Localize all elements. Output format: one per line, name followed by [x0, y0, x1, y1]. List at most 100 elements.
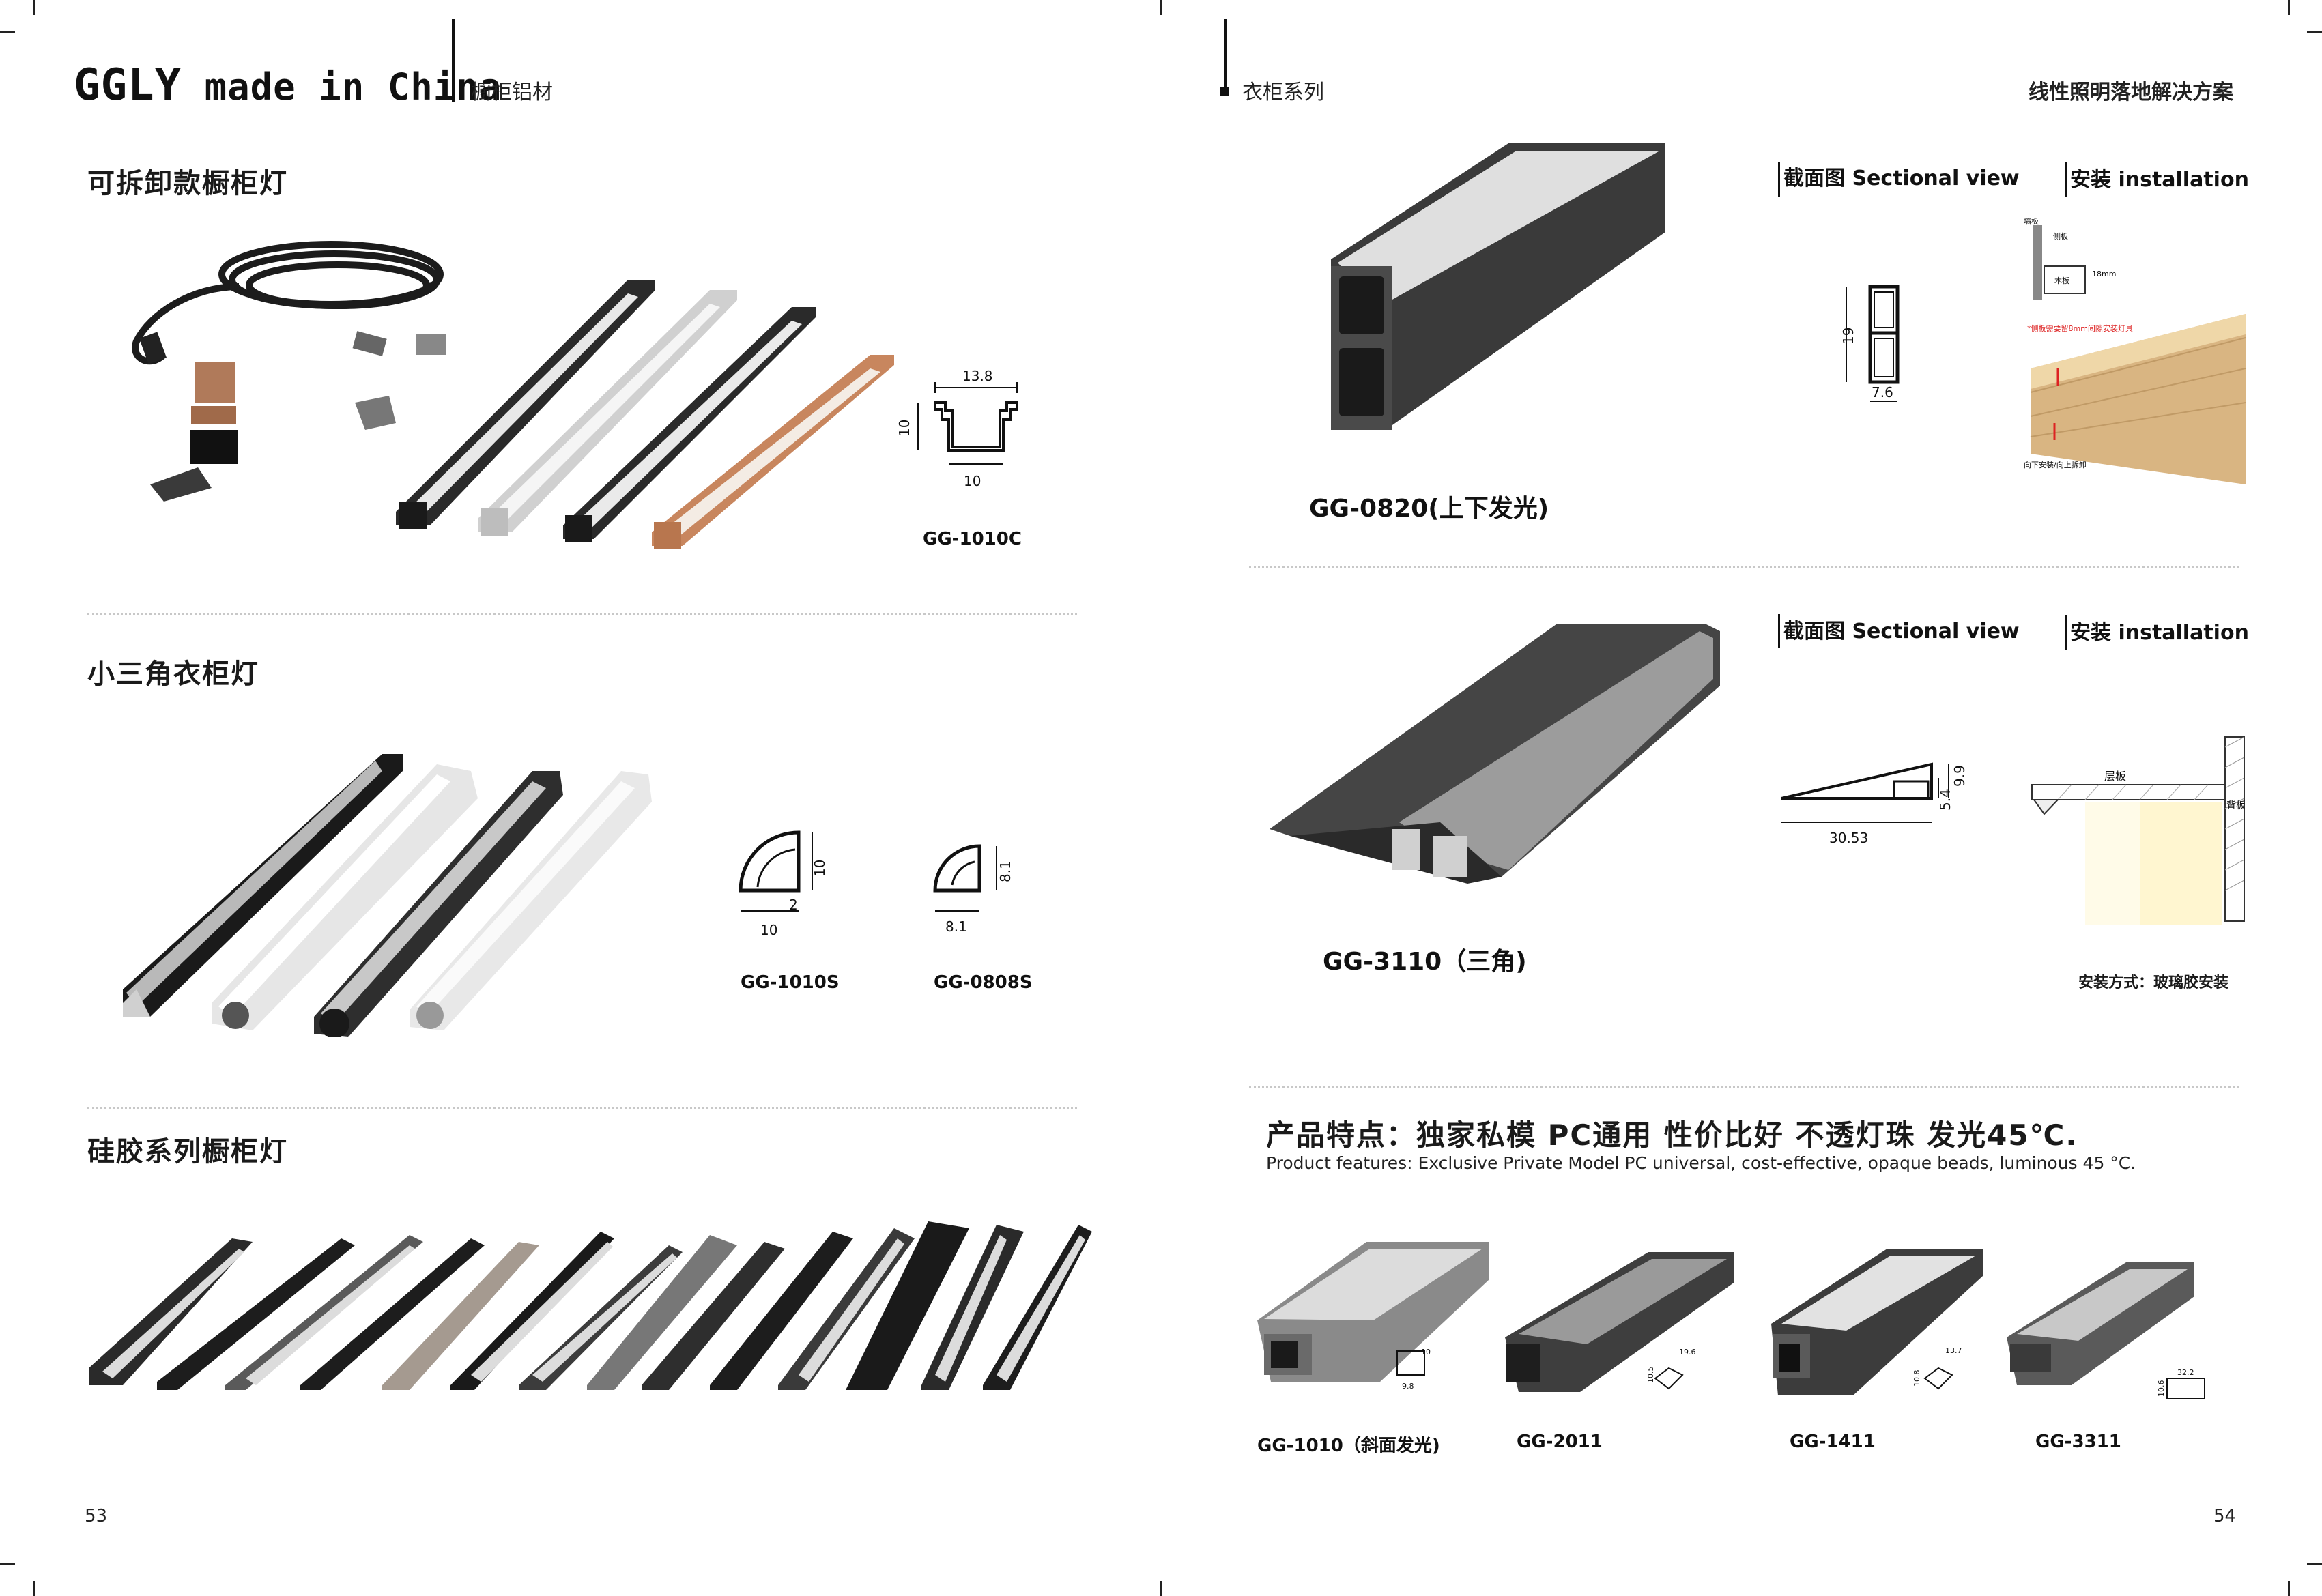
sectional-drawing-0820: 19 7.6: [1840, 285, 1900, 402]
product-photo-removable-cabinet-light: [132, 241, 894, 549]
profile-triangle-2: [212, 764, 478, 1030]
label-bar: [1778, 162, 1780, 197]
dim-side: 8.1: [997, 860, 1014, 882]
installation-diagram-3110: 层板 背板: [2031, 736, 2246, 925]
note-side: 侧板: [2053, 231, 2068, 241]
dim-side: 10: [812, 860, 828, 877]
crop-mark: [0, 31, 15, 33]
sectional-drawing-1010c: 13.8 10 10: [896, 368, 1018, 489]
product-photo-gg-3110: [1270, 624, 1720, 884]
end-cap: [195, 362, 235, 403]
note-wall: 墙板: [2024, 218, 2039, 226]
product-photo-gg-0820: [1331, 143, 1665, 430]
installation-diagram-0820: 墙板 侧板 木板 18mm *侧板需要留8mm间隙安装灯具 向下安装/向上拆卸: [2024, 218, 2246, 484]
profile-triangle-1: [123, 754, 403, 1017]
header-divider: [452, 19, 455, 102]
crop-mark: [2288, 0, 2290, 15]
dim-width: 7.6: [1872, 384, 1893, 401]
model-gg-2011: GG-2011: [1517, 1432, 1603, 1452]
model-gg-3110: GG-3110（三角): [1323, 948, 1527, 976]
section-title-triangle: 小三角衣柜灯: [87, 658, 259, 690]
note-red: *侧板需要留8mm间隙安装灯具: [2027, 323, 2133, 333]
profile-black: [396, 280, 655, 529]
model-gg-1411: GG-1411: [1790, 1432, 1876, 1452]
product-photo-silicone-series: [89, 1221, 1092, 1390]
power-cable: [132, 241, 444, 365]
crop-mark: [2307, 1563, 2322, 1565]
profile-black-2: [563, 307, 816, 542]
label-bar: [1778, 614, 1780, 648]
crop-mark: [2307, 31, 2322, 33]
model-gg-0820: GG-0820(上下发光): [1309, 495, 1549, 523]
dim-bottom: 10: [964, 473, 981, 489]
page-number-left: 53: [85, 1506, 108, 1526]
header-bullet: [1220, 87, 1229, 96]
dim-d2: 10.5: [1646, 1367, 1655, 1384]
product-photo-gg-1411: 13.7 10.8: [1771, 1249, 1983, 1395]
crop-mark: [1160, 0, 1162, 15]
sectional-drawing-0808s: 8.1 8.1: [933, 844, 1014, 935]
dim-h1: 5.4: [1937, 789, 1953, 811]
sectional-drawing-1010s: 10 10 2: [739, 830, 828, 938]
plug: [139, 332, 167, 364]
label-bar: [2065, 162, 2067, 197]
crop-mark: [2288, 1581, 2290, 1596]
left-category: 橱柜铝材: [471, 81, 553, 104]
section-title-silicone: 硅胶系列橱柜灯: [87, 1136, 288, 1167]
crop-mark: [33, 1581, 35, 1596]
dim-d2: 10.8: [1912, 1370, 1921, 1387]
note-thickness: 18mm: [2092, 270, 2116, 278]
section-divider: [1249, 566, 2239, 568]
note-back: 背板: [2226, 800, 2246, 811]
dim-bottom: 8.1: [945, 918, 967, 935]
silicone-profile-row: [89, 1221, 1092, 1390]
install-method: 安装方式：玻璃胶安装: [2078, 974, 2229, 991]
features-title: 产品特点：独家私模 PC通用 性价比好 不透灯珠 发光45℃.: [1266, 1118, 2078, 1152]
crop-mark: [1160, 1581, 1162, 1596]
section-divider: [87, 613, 1077, 615]
dim-width: 30.53: [1829, 830, 1868, 846]
label-bar: [2065, 615, 2067, 650]
profile-triangle-3: [314, 771, 563, 1037]
dim-inner: 2: [789, 897, 798, 913]
installation-label: 安装 installation: [2070, 621, 2249, 645]
product-photo-gg-3311: 32.2 10.6: [2007, 1262, 2205, 1399]
crop-mark: [33, 0, 35, 15]
model-gg-3311: GG-3311: [2035, 1432, 2121, 1452]
dim-top: 13.8: [962, 368, 993, 384]
dim-side: 10: [896, 420, 913, 437]
dim-h2: 9.9: [1951, 765, 1966, 787]
section-title-removable: 可拆卸款橱柜灯: [87, 168, 288, 199]
model-gg-1010c: GG-1010C: [923, 529, 1022, 549]
dim-bottom: 10: [760, 922, 777, 938]
section-divider: [87, 1107, 1077, 1109]
sectional-drawing-3110: 30.53 5.4 9.9: [1781, 762, 1966, 846]
dim-d1: 32.2: [2177, 1368, 2194, 1377]
crop-mark: [0, 1563, 15, 1565]
dim-d1: 10: [1421, 1348, 1431, 1356]
right-tagline: 线性照明落地解决方案: [2029, 81, 2233, 104]
profile-triangle-4: [410, 771, 652, 1030]
section-divider: [1249, 1086, 2239, 1088]
product-photo-triangle-wardrobe-light: [123, 754, 652, 1037]
dim-d2: 10.6: [2157, 1380, 2166, 1397]
note-board: 木板: [2054, 276, 2069, 285]
dim-d1: 19.6: [1679, 1348, 1696, 1356]
model-gg-1010-slant: GG-1010（斜面发光): [1257, 1436, 1440, 1456]
features-english: Product features: Exclusive Private Mode…: [1266, 1153, 2136, 1173]
product-photo-gg-1010-slant: 10 9.8: [1257, 1242, 1489, 1391]
sectional-view-label: 截面图 Sectional view: [1783, 166, 2020, 190]
dim-d2: 9.8: [1402, 1382, 1414, 1391]
model-gg-0808s: GG-0808S: [934, 972, 1033, 993]
profile-rose-gold: [652, 355, 894, 549]
dim-d1: 13.7: [1945, 1346, 1962, 1355]
model-gg-1010s: GG-1010S: [741, 972, 840, 993]
brand-logo: GGLY made in China: [74, 60, 502, 111]
page-number-right: 54: [2213, 1506, 2237, 1526]
dim-height: 19: [1840, 328, 1857, 345]
right-category: 衣柜系列: [1242, 81, 1324, 104]
note-shelf: 层板: [2104, 770, 2126, 783]
brand-bold: GGLY: [74, 60, 182, 111]
header-divider: [1224, 19, 1227, 94]
installation-label: 安装 installation: [2070, 168, 2249, 192]
